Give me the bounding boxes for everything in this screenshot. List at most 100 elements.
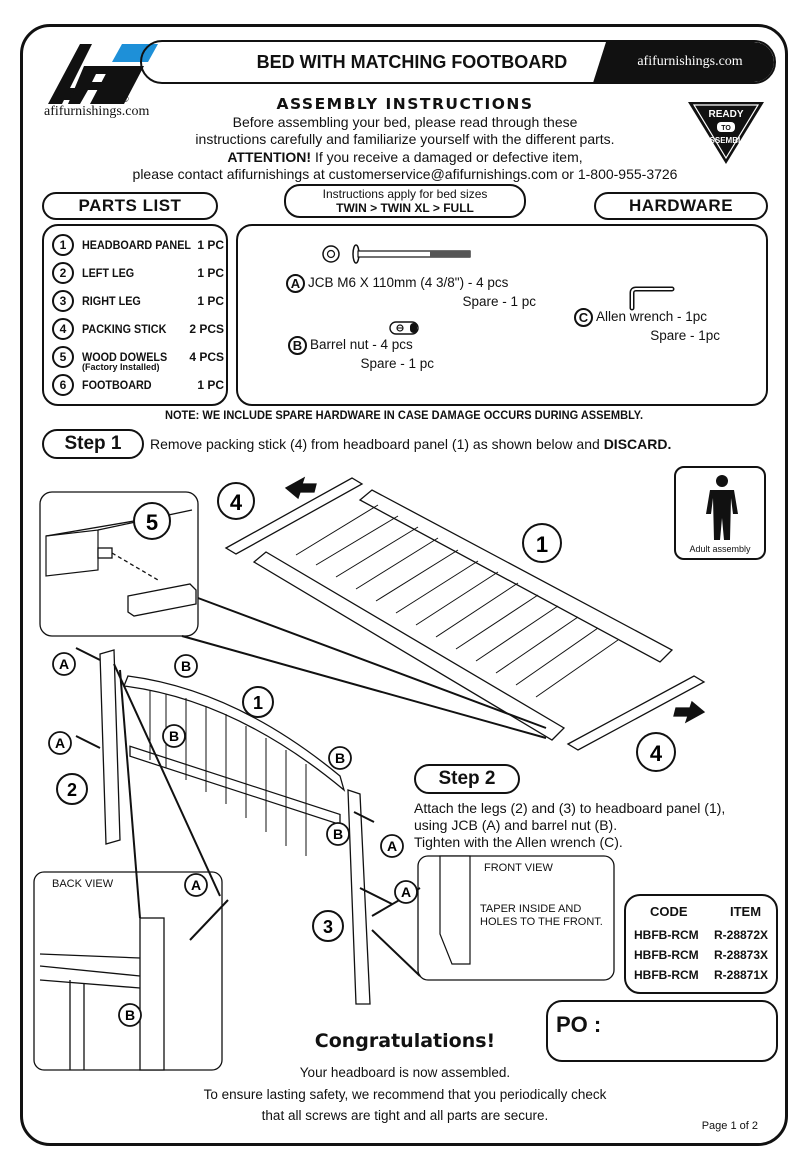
parts-list-heading: PARTS LIST — [42, 192, 218, 220]
nut-label-b: B — [125, 1007, 135, 1023]
part-item: 3 RIGHT LEG 1 PC — [52, 290, 228, 314]
step-1-discard: DISCARD. — [603, 436, 672, 452]
hardware-b-spare: Spare - 1 pc — [360, 356, 434, 371]
part-number: 6 — [52, 374, 74, 396]
sizes-line-1: Instructions apply for bed sizes — [322, 187, 488, 201]
part-name: PACKING STICK — [82, 322, 167, 336]
badge-top: READY — [708, 109, 743, 120]
part-number: 2 — [52, 262, 74, 284]
po-label: PO : — [556, 1012, 602, 1037]
taper-note: TAPER INSIDE AND HOLES TO THE FRONT. — [480, 903, 603, 929]
intro-line-3: ATTENTION! If you receive a damaged or d… — [120, 149, 690, 167]
spare-hardware-note: NOTE: WE INCLUDE SPARE HARDWARE IN CASE … — [164, 408, 644, 422]
po-field[interactable]: PO : — [546, 1000, 778, 1062]
step-2-label: Step 2 — [414, 764, 520, 794]
step-2-line-3: Tighten with the Allen wrench (C). — [414, 834, 623, 850]
code-value: HBFB-RCM — [634, 948, 699, 962]
intro-line-2: instructions carefully and familiarize y… — [195, 131, 615, 147]
closing-line-1: Your headboard is now assembled. — [299, 1065, 511, 1080]
step-2-line-2: using JCB (A) and barrel nut (B). — [414, 817, 618, 833]
hardware-c-spare: Spare - 1pc — [650, 328, 720, 343]
part-qty: 1 PC — [197, 378, 224, 392]
page-title: BED WITH MATCHING FOOTBOARD — [256, 52, 568, 72]
nut-label-b: B — [169, 728, 179, 744]
title-bar: BED WITH MATCHING FOOTBOARD afifurnishin… — [140, 40, 776, 84]
badge-bottom: ASSEMBLE — [704, 136, 749, 145]
hardware-c-letter: C — [574, 308, 593, 327]
diagram-label-2: 2 — [67, 780, 77, 800]
bolt-label-a: A — [55, 735, 65, 751]
item-header: ITEM — [730, 904, 762, 919]
item-value: R-28872X — [714, 928, 769, 942]
bolt-label-a: A — [191, 877, 201, 893]
hardware-a-letter: A — [286, 274, 305, 293]
bolt-label-a: A — [401, 884, 411, 900]
attention-text: If you receive a damaged or defective it… — [311, 148, 583, 165]
part-qty: 4 PCS — [189, 350, 224, 364]
part-name: RIGHT LEG — [82, 294, 141, 308]
hardware-a-desc: JCB M6 X 110mm (4 3/8") - 4 pcs — [308, 275, 509, 290]
code-value: HBFB-RCM — [634, 928, 699, 942]
part-item: 4 PACKING STICK 2 PCS — [52, 318, 228, 342]
part-number: 3 — [52, 290, 74, 312]
part-item: 2 LEFT LEG 1 PC — [52, 262, 228, 286]
part-name: FOOTBOARD — [82, 378, 152, 392]
ready-to-assemble-badge: READY TO ASSEMBLE — [688, 102, 764, 164]
hardware-b-letter: B — [288, 336, 307, 355]
part-qty: 1 PC — [197, 238, 224, 252]
part-name: HEADBOARD PANEL — [82, 238, 192, 252]
front-view-label: FRONT VIEW — [484, 862, 553, 874]
diagram-label-5: 5 — [146, 510, 158, 535]
badge-mid: TO — [721, 125, 731, 132]
back-view-label: BACK VIEW — [52, 878, 114, 890]
page-number: Page 1 of 2 — [701, 1120, 758, 1132]
item-code-table: CODE ITEM HBFB-RCM R-28872X HBFB-RCM R-2… — [624, 894, 778, 994]
step-1-label: Step 1 — [42, 429, 144, 459]
nut-label-b: B — [181, 658, 191, 674]
hardware-heading: HARDWARE — [594, 192, 768, 220]
part-qty: 2 PCS — [189, 322, 224, 336]
closing-text: Your headboard is now assembled. To ensu… — [150, 1062, 660, 1127]
diagram-label-3: 3 — [323, 917, 333, 937]
adult-assembly-badge: Adult assembly — [674, 466, 766, 560]
step-2-text: Attach the legs (2) and (3) to headboard… — [414, 800, 754, 851]
jcb-bolt-icon — [322, 244, 471, 264]
allen-wrench-icon — [629, 286, 675, 311]
diagram-label-1b: 1 — [253, 693, 263, 713]
bolt-label-a: A — [387, 838, 397, 854]
part-number: 4 — [52, 318, 74, 340]
nut-label-b: B — [333, 826, 343, 842]
step-1-instruction: Remove packing stick (4) from headboard … — [150, 436, 604, 452]
diagram-label-1a: 1 — [536, 532, 548, 557]
logo-url: afifurnishings.com — [44, 104, 150, 119]
taper-line-2: HOLES TO THE FRONT. — [480, 916, 603, 928]
intro: ASSEMBLY INSTRUCTIONS Before assembling … — [120, 95, 690, 184]
nut-label-b: B — [335, 750, 345, 766]
site-link[interactable]: afifurnishings.com — [592, 42, 774, 82]
intro-line-1: Before assembling your bed, please read … — [232, 113, 578, 130]
hardware-a-spare: Spare - 1 pc — [462, 294, 536, 309]
adult-figure-icon — [706, 475, 738, 540]
closing-line-3: that all screws are tight and all parts … — [261, 1108, 549, 1123]
part-item: 5 WOOD DOWELS 4 PCS (Factory Installed) — [52, 346, 228, 372]
part-item: 6 FOOTBOARD 1 PC — [52, 374, 228, 398]
code-header: CODE — [650, 904, 688, 919]
item-value: R-28873X — [714, 948, 769, 962]
taper-line-1: TAPER INSIDE AND — [480, 903, 582, 915]
bolt-label-a: A — [59, 656, 69, 672]
diagram-label-4a: 4 — [230, 490, 243, 515]
adult-assembly-caption: Adult assembly — [689, 544, 751, 554]
part-number: 1 — [52, 234, 74, 256]
part-qty: 1 PC — [197, 266, 224, 280]
afi-logo — [48, 44, 158, 104]
barrel-nut-icon — [389, 321, 419, 335]
attention-label: ATTENTION! — [227, 148, 312, 165]
step-1-text: Remove packing stick (4) from headboard … — [150, 436, 671, 452]
bed-sizes-note: Instructions apply for bed sizes TWIN > … — [284, 184, 526, 218]
assembly-heading: ASSEMBLY INSTRUCTIONS — [276, 95, 534, 113]
step-2-line-1: Attach the legs (2) and (3) to headboard… — [414, 800, 726, 816]
part-item: 1 HEADBOARD PANEL 1 PC — [52, 234, 228, 258]
